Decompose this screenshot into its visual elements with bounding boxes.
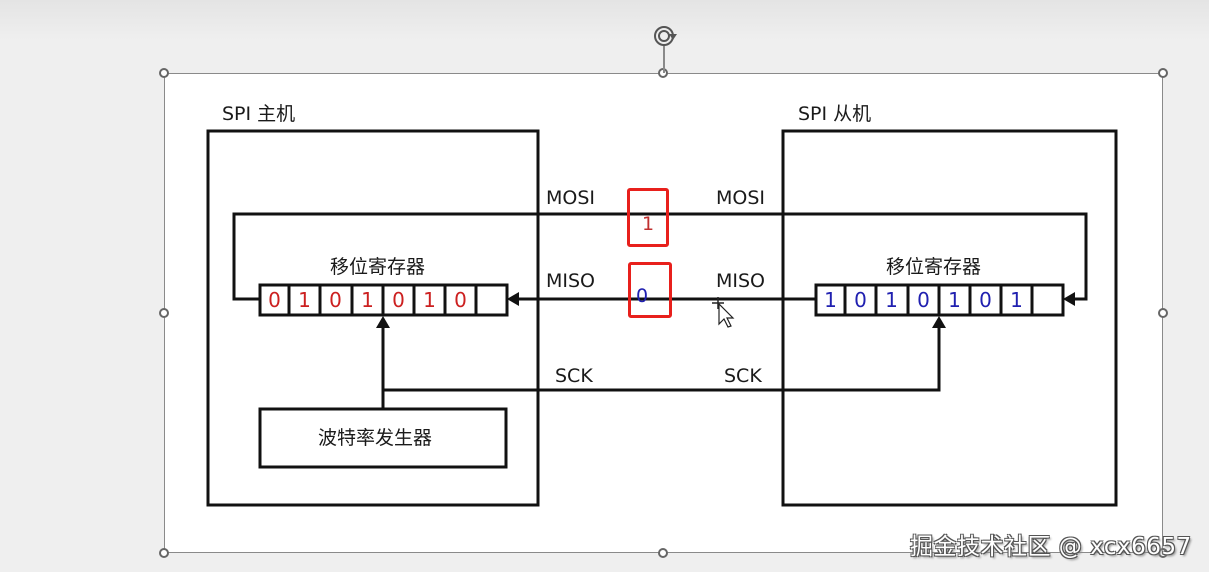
mosi-arrowhead [1063,292,1075,306]
slave-bit-3: 0 [917,288,930,312]
sck-master-arrowhead [376,316,390,328]
slave-bit-4: 1 [948,288,961,312]
master-bit-0: 0 [268,288,281,312]
master-bit-3: 1 [361,288,374,312]
rotate-stem [663,44,665,73]
watermark: 掘金技术社区 @ xcx6657 [910,534,1192,560]
miso-transit-highlight[interactable]: 0 [628,262,672,318]
slave-bit-7 [1033,286,1062,314]
slave-bit-0: 1 [824,288,837,312]
sck-slave-arrowhead [932,316,946,328]
resize-handle-top-right[interactable] [1158,68,1168,78]
master-register-dividers [287,285,478,315]
master-bit-4: 0 [392,288,405,312]
master-title: SPI 主机 [222,103,296,125]
slave-register-label: 移位寄存器 [886,256,982,278]
slave-bit-1: 0 [854,288,867,312]
slave-title: SPI 从机 [798,103,872,125]
move-cursor-icon [712,297,735,328]
resize-handle-right[interactable] [1158,308,1168,318]
resize-handle-top-left[interactable] [159,68,169,78]
miso-label-slave: MISO [716,270,766,292]
master-bit-7 [477,286,506,314]
sck-label-slave: SCK [724,365,762,387]
slave-bit-2: 1 [885,288,898,312]
mosi-label-slave: MOSI [716,187,766,209]
resize-handle-bottom-right[interactable] [1158,548,1168,558]
baud-rate-generator-label: 波特率发生器 [318,427,433,449]
master-bit-1: 1 [298,288,311,312]
sck-label-master: SCK [555,365,593,387]
slave-register-dividers [843,285,1034,315]
miso-arrowhead [507,292,519,306]
master-bit-6: 0 [454,288,467,312]
resize-handle-left[interactable] [159,308,169,318]
resize-handle-bottom[interactable] [658,548,668,558]
mosi-transit-bit: 1 [641,213,655,235]
master-box[interactable] [206,129,540,507]
sck-line [381,326,941,409]
master-bit-2: 0 [329,288,342,312]
slave-bit-6: 1 [1010,288,1023,312]
master-bit-5: 1 [423,288,436,312]
slave-bit-5: 0 [979,288,992,312]
mosi-transit-highlight[interactable]: 1 [627,188,669,247]
slave-box[interactable] [781,129,1118,507]
miso-label-master: MISO [546,270,596,292]
master-register-label: 移位寄存器 [330,256,426,278]
rotate-handle-icon[interactable] [652,24,678,48]
resize-handle-bottom-left[interactable] [159,548,169,558]
mosi-line [232,212,1088,301]
baud-rate-generator-box[interactable] [258,407,508,469]
mosi-label-master: MOSI [546,187,596,209]
miso-transit-bit: 0 [635,285,649,307]
